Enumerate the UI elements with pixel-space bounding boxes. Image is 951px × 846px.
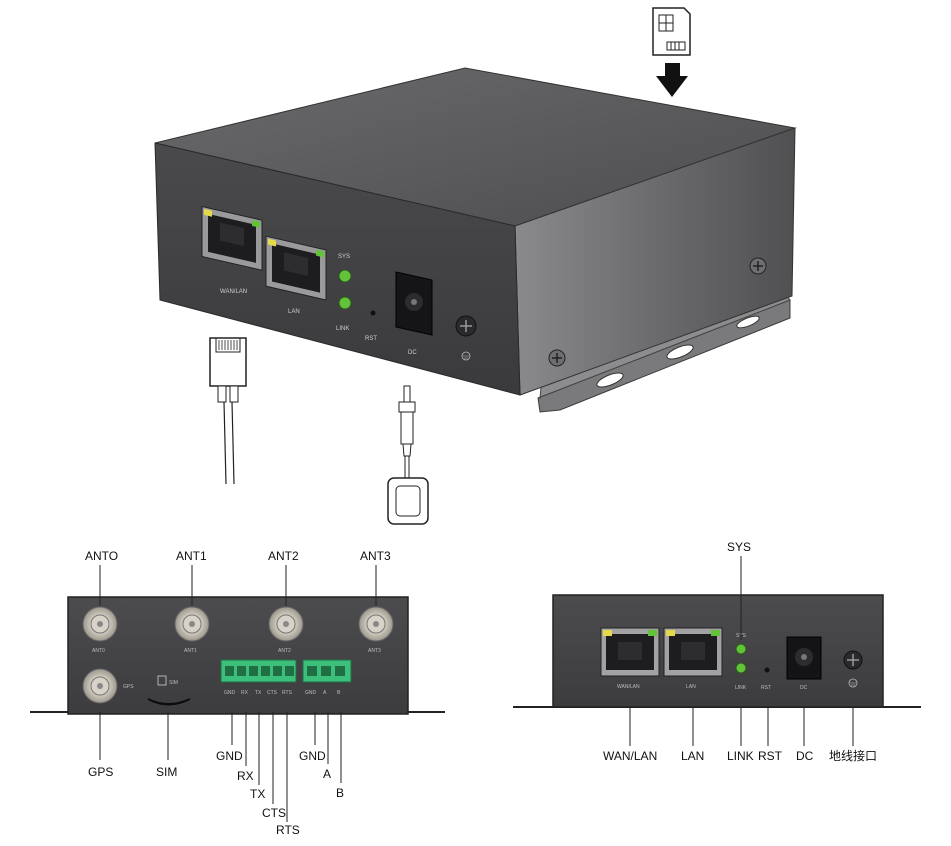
link-led — [338, 296, 352, 310]
gnd2-mark: GND — [305, 690, 317, 696]
wan-lan-mark-rear: WAN/LAN — [617, 684, 640, 690]
reset-hole-rear — [764, 667, 770, 673]
rx-callout: RX — [237, 769, 254, 783]
sys-callout: SYS — [727, 540, 751, 554]
cts-callout: CTS — [262, 806, 286, 820]
ground-callout: 地线接口 — [829, 748, 877, 763]
tx-callout: TX — [250, 787, 265, 801]
sim-callout: SIM — [156, 765, 177, 779]
wan-lan-callout: WAN/LAN — [603, 749, 657, 763]
antenna-connector-1 — [174, 606, 210, 642]
screw-icon — [548, 349, 566, 367]
gnd2-callout: GND — [299, 749, 326, 763]
sim-slot — [148, 698, 190, 706]
gnd1-callout: GND — [216, 749, 243, 763]
sim-slot-icon — [157, 675, 167, 686]
reset-hole — [370, 310, 376, 316]
gps-callout: GPS — [88, 765, 113, 779]
front-panel-view: ANT0 ANT1 ANT2 ANT3 GPS SIM GND RX TX CT… — [30, 549, 445, 837]
dc-plug-icon — [387, 385, 429, 525]
lan-port-label: LAN — [288, 309, 300, 315]
gnd1-mark: GND — [224, 690, 236, 696]
antenna-connector-2 — [268, 606, 304, 642]
gps-connector — [82, 668, 118, 704]
antenna-connector-0 — [82, 606, 118, 642]
rts-callout: RTS — [276, 823, 300, 837]
ethernet-plug-icon — [209, 337, 247, 485]
rst-callout: RST — [758, 749, 783, 763]
wan-lan-port-label: WAN/LAN — [220, 289, 247, 295]
antenna-connector-3 — [358, 606, 394, 642]
link-led-rear — [735, 662, 747, 674]
rj45-port-lan — [265, 235, 327, 301]
link-callout: LINK — [727, 749, 754, 763]
dc-callout: DC — [796, 749, 814, 763]
terminal-block-rs485 — [302, 659, 352, 683]
device-3d-view: WAN/LAN LAN SYS LINK RST DC — [154, 67, 797, 413]
sim-card-icon — [652, 7, 691, 56]
a-callout: A — [323, 767, 331, 781]
dc-label: DC — [408, 350, 417, 356]
cts-mark: CTS — [267, 690, 278, 696]
dc-jack — [395, 271, 433, 336]
sys-led-label: SYS — [338, 254, 350, 260]
tx-mark: TX — [255, 690, 262, 696]
rx-mark: RX — [241, 690, 249, 696]
link-mark-rear: LINK — [735, 685, 747, 691]
ant2-mark: ANT2 — [278, 648, 291, 654]
b-callout: B — [336, 786, 344, 800]
rj45-port-wan-rear — [600, 627, 660, 677]
ant1-mark: ANT1 — [184, 648, 197, 654]
rts-mark: RTS — [282, 690, 293, 696]
ant0-mark: ANT0 — [92, 648, 105, 654]
ant1-callout: ANT1 — [176, 549, 207, 563]
lan-mark-rear: LAN — [686, 684, 696, 690]
terminal-block-serial — [220, 659, 297, 683]
rst-mark-rear: RST — [761, 685, 771, 691]
rear-panel-view: WAN/LAN LAN SYS LINK RST DC SYS WAN/LAN … — [513, 540, 921, 763]
link-led-label: LINK — [336, 326, 349, 332]
rst-label: RST — [365, 336, 377, 342]
sys-led-rear — [735, 643, 747, 655]
ant3-mark: ANT3 — [368, 648, 381, 654]
sys-led — [338, 269, 352, 283]
rj45-port-lan-rear — [663, 627, 723, 677]
sim-mark: SIM — [169, 680, 178, 686]
dc-jack-rear — [786, 636, 822, 680]
lan-callout: LAN — [681, 749, 704, 763]
a-mark: A — [323, 690, 327, 696]
insert-arrow-icon — [656, 63, 688, 97]
front-panel-case — [67, 596, 409, 715]
gps-mark: GPS — [123, 684, 134, 690]
ant2-callout: ANT2 — [268, 549, 299, 563]
ground-screw-icon — [843, 650, 863, 688]
rj45-port-wan — [201, 205, 263, 271]
ant0-callout: ANTO — [85, 549, 118, 563]
ant3-callout: ANT3 — [360, 549, 391, 563]
b-mark: B — [337, 690, 341, 696]
ground-screw-icon — [455, 315, 477, 361]
dc-mark-rear: DC — [800, 685, 808, 691]
screw-icon — [749, 257, 767, 275]
